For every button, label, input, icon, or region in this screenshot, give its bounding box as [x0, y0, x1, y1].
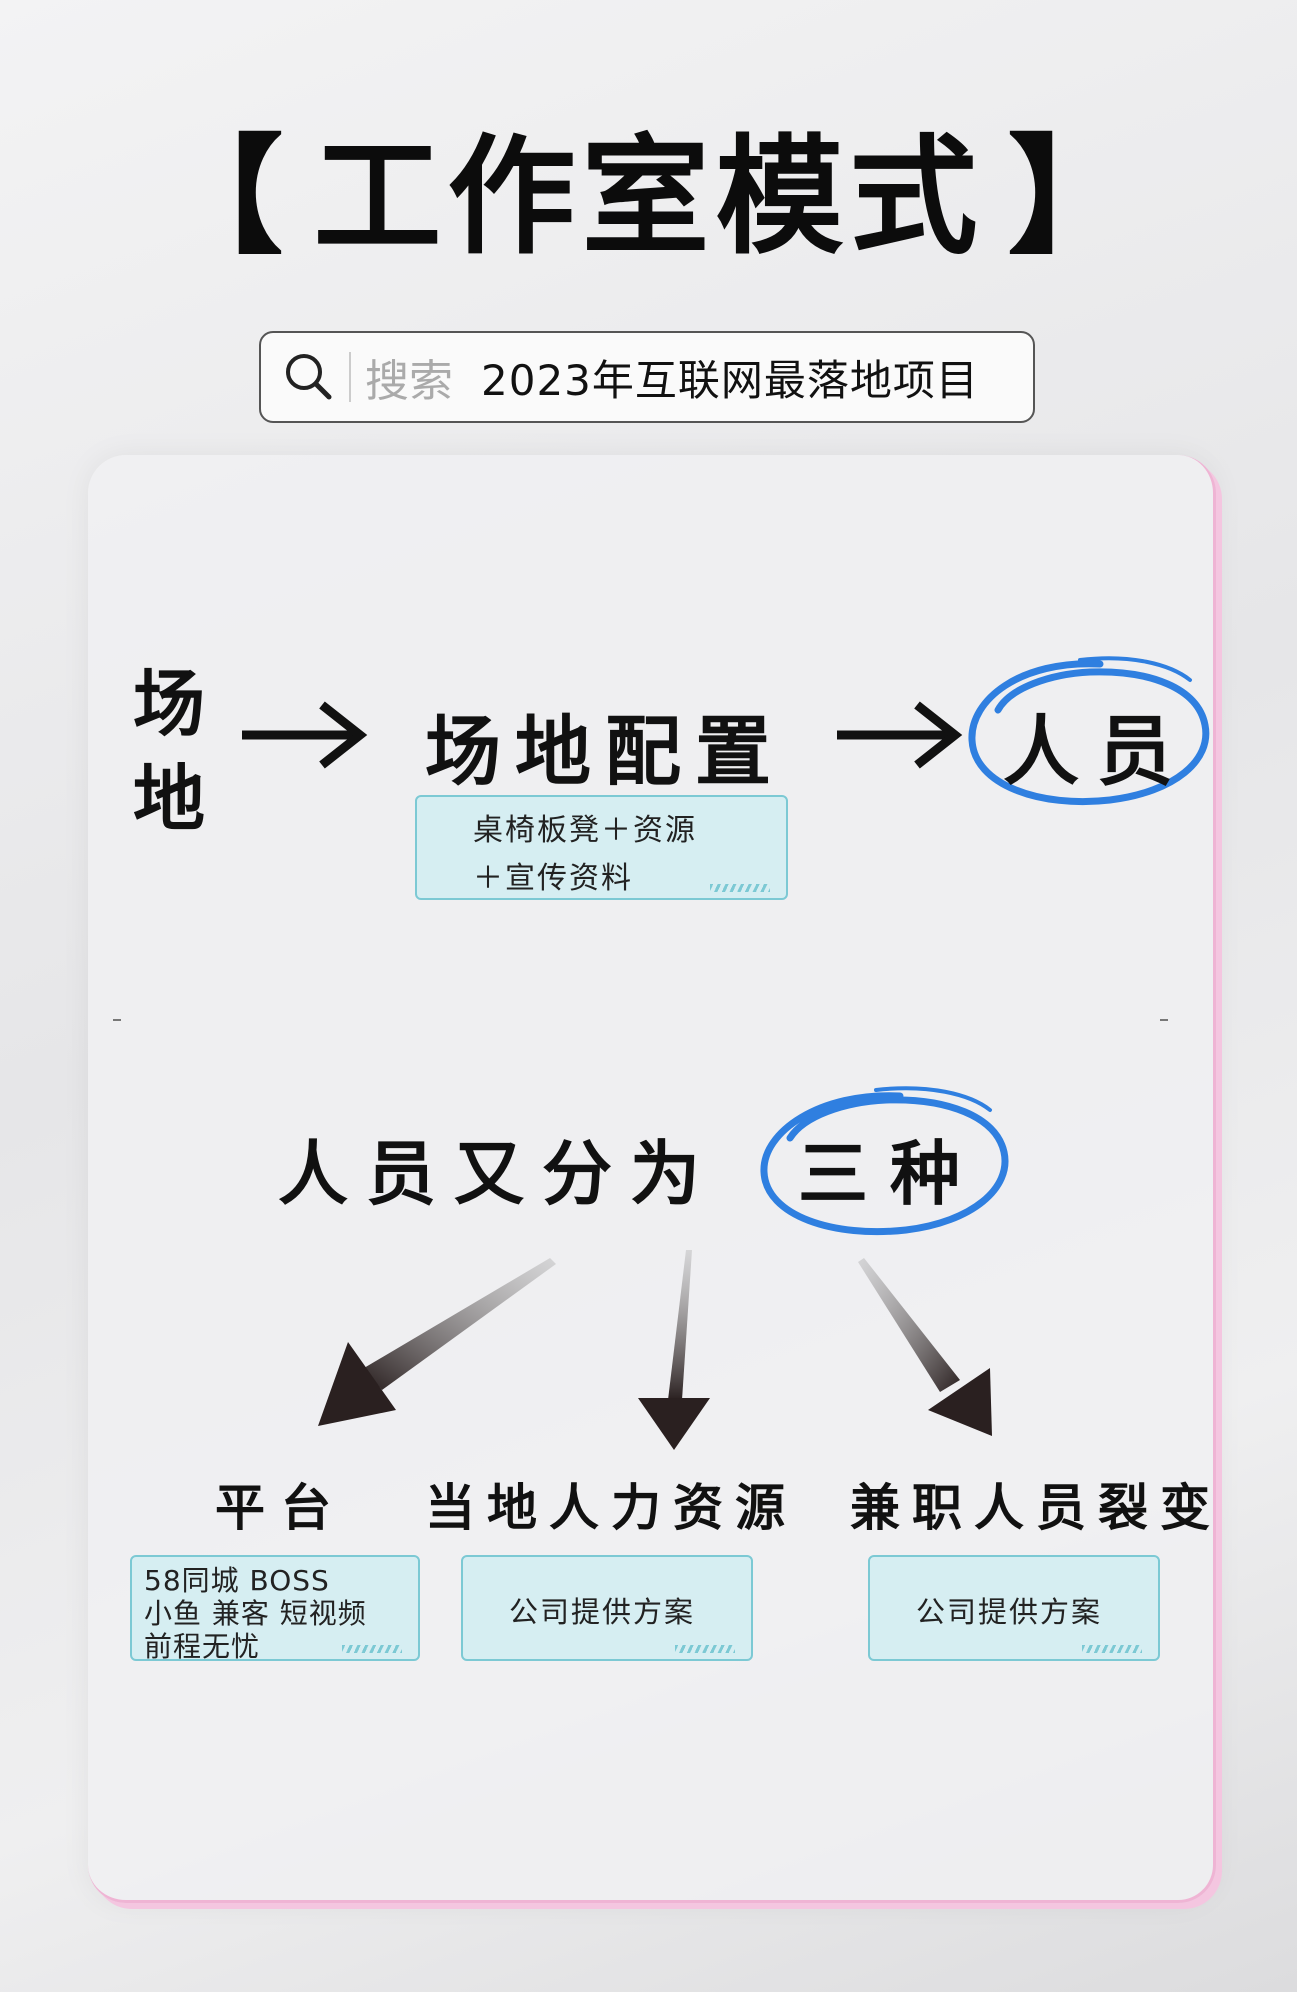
highlight-circle — [760, 1086, 1009, 1236]
search-divider — [349, 352, 351, 402]
step2-detail-line2: ＋宣传资料 — [473, 861, 633, 896]
type-detail-box-2: 公司提供方案 — [461, 1555, 753, 1661]
highlight-circle — [968, 656, 1210, 806]
box-stripe-decoration — [710, 884, 770, 892]
type1-detail-line2: 小鱼 兼客 短视频 — [144, 1597, 367, 1630]
flow-step1-line1: 场 — [133, 662, 206, 746]
divider-mark-left — [113, 1019, 121, 1021]
arrow-right-icon — [242, 701, 368, 769]
page-title: 【 工作室模式 】 — [0, 110, 1297, 272]
search-bar[interactable]: 搜索 2023年互联网最落地项目 — [259, 331, 1035, 423]
search-label: 搜索 — [365, 356, 453, 407]
step2-detail-line1: 桌椅板凳＋资源 — [473, 813, 697, 848]
flow-step1-line2: 地 — [133, 757, 206, 841]
divider-mark-right — [1160, 1019, 1168, 1021]
type-detail-box-3: 公司提供方案 — [868, 1555, 1160, 1661]
type-label-3: 兼职人员裂变 — [850, 1479, 1222, 1537]
box-stripe-decoration — [1082, 1645, 1142, 1653]
flow-step2: 场地配置 — [425, 707, 785, 796]
type3-detail-line1: 公司提供方案 — [916, 1595, 1103, 1629]
branch-arrows — [318, 1250, 992, 1450]
type-label-2: 当地人力资源 — [425, 1479, 797, 1537]
box-stripe-decoration — [675, 1645, 735, 1653]
types-highlight: 三种 — [798, 1133, 982, 1215]
type1-detail-line1: 58同城 BOSS — [144, 1564, 330, 1597]
arrow-right-icon — [837, 701, 963, 769]
types-heading: 人员又分为 — [278, 1133, 718, 1215]
type1-detail-line3: 前程无忧 — [144, 1630, 261, 1663]
content-card — [88, 455, 1216, 1903]
type-label-1: 平台 — [215, 1479, 347, 1537]
box-stripe-decoration — [342, 1645, 402, 1653]
search-query: 2023年互联网最落地项目 — [481, 355, 979, 405]
title-open-bracket: 【 — [155, 121, 290, 272]
title-text: 工作室模式 — [313, 121, 984, 272]
title-close-bracket: 】 — [1007, 121, 1142, 272]
step2-detail-box: 桌椅板凳＋资源 ＋宣传资料 — [415, 795, 788, 900]
type-detail-box-1: 58同城 BOSS 小鱼 兼客 短视频 前程无忧 — [130, 1555, 420, 1663]
type2-detail-line1: 公司提供方案 — [509, 1595, 696, 1629]
flow-step3: 人员 — [1003, 707, 1191, 796]
search-icon — [286, 354, 332, 400]
